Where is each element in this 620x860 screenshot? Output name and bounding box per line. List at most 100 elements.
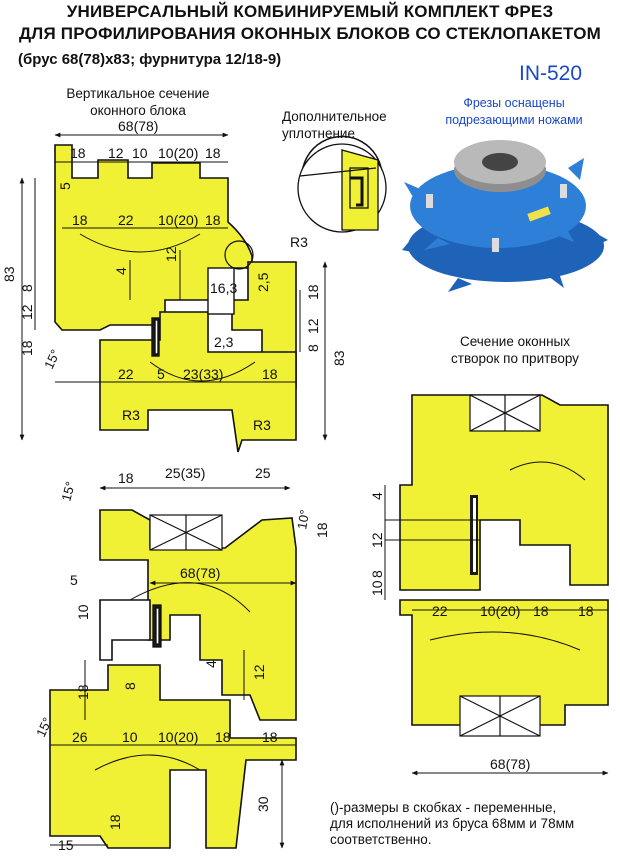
- hardware-slot: [207, 267, 235, 315]
- dim-label: 83: [1, 266, 17, 282]
- caption-line: оконного блока: [90, 103, 186, 118]
- dim-label: 10(20): [158, 145, 198, 161]
- dim-label: 16,3: [210, 280, 237, 296]
- dim-label: 83: [331, 350, 347, 366]
- dim-label: 18: [215, 729, 231, 745]
- vertical-section-caption: Вертикальное сечение оконного блока: [48, 85, 228, 119]
- dim-label: 30: [255, 796, 271, 812]
- dim-label: 18: [19, 340, 35, 356]
- title-line-1: УНИВЕРСАЛЬНЫЙ КОМБИНИРУЕМЫЙ КОМПЛЕКТ ФРЕ…: [66, 2, 554, 21]
- angle-label: 15°: [41, 347, 63, 371]
- dim-label: 2,5: [255, 272, 271, 292]
- dim-label: R3: [253, 417, 271, 433]
- dim-label: 8: [19, 284, 35, 292]
- dim-label: 10(20): [158, 212, 198, 228]
- footnote: ()-размеры в скобках - переменные, для и…: [330, 800, 574, 848]
- footnote-line: ()-размеры в скобках - переменные,: [330, 800, 557, 815]
- sash-profile-bottom: [49, 509, 297, 849]
- glass-seal-bottom: [152, 604, 162, 648]
- dim-label: 26: [72, 729, 88, 745]
- dim-label: 22: [118, 212, 134, 228]
- dimension-lines-top: [19, 132, 328, 441]
- dim-label: 15: [58, 837, 74, 853]
- cutter-disc-upper: [404, 158, 586, 252]
- dim-label: 68(78): [490, 756, 530, 772]
- dim-label: 18: [305, 284, 321, 300]
- dim-label: 5: [57, 182, 73, 190]
- dim-label: 22: [432, 603, 448, 619]
- dim-label: 18: [70, 145, 86, 161]
- frame-profile-top: [54, 144, 297, 453]
- dim-label: 22: [118, 366, 134, 382]
- sash-section-caption: Сечение оконных створок по притвору: [425, 333, 605, 367]
- dim-label: 12: [305, 318, 321, 334]
- dim-label: 10: [75, 604, 91, 620]
- caption-line: подрезающими ножами: [445, 113, 583, 127]
- angle-label: 10°: [294, 509, 312, 531]
- caption-line: Фрезы оснащены: [463, 96, 565, 110]
- dim-label: 4: [113, 267, 129, 275]
- sash-section-right: [399, 394, 609, 726]
- dimension-values: 68(78) 18 12 10 10(20) 18 18 22 10(20) 1…: [58, 118, 594, 853]
- dimension-lines-right: [384, 461, 609, 776]
- dim-label: 10: [132, 145, 148, 161]
- dim-label: 2,3: [214, 334, 234, 350]
- dim-label: 12: [163, 246, 179, 262]
- cutter-hub: [454, 140, 546, 192]
- extra-seal-detail: [297, 143, 387, 233]
- cutter-photo: [398, 128, 610, 298]
- caption-line: Сечение оконных: [459, 334, 571, 349]
- spec-line: (брус 68(78)х83; фурнитура 12/18-9): [18, 51, 282, 68]
- dim-label: 18: [262, 729, 278, 745]
- dim-label: 18: [314, 522, 330, 538]
- dim-label: 18: [118, 470, 134, 486]
- dim-label: 10: [369, 580, 385, 596]
- glass-unit-bottom-left: [149, 514, 223, 551]
- footnote-line: для исполнений из бруса 68мм и 78мм: [330, 816, 575, 831]
- dim-label: 4: [203, 660, 219, 668]
- dim-label: 12: [251, 664, 267, 680]
- dim-label: 5: [157, 366, 165, 382]
- dim-label: 25: [255, 465, 271, 481]
- dimension-lines-bottom: [50, 485, 297, 849]
- dim-label: 18: [205, 145, 221, 161]
- title-line-2: ДЛЯ ПРОФИЛИРОВАНИЯ ОКОННЫХ БЛОКОВ СО СТЕ…: [19, 24, 601, 43]
- photo-caption: Фрезы оснащены подрезающими ножами: [414, 95, 614, 129]
- dim-label: 4: [369, 492, 385, 500]
- footnote-line: соответственно.: [330, 832, 432, 847]
- dim-label: 10(20): [480, 603, 520, 619]
- caption-line: створок по притвору: [451, 351, 579, 366]
- caption-line: Дополнительное: [282, 109, 387, 124]
- dim-label: 10: [122, 729, 138, 745]
- dim-label: 12: [19, 304, 35, 320]
- angle-label: 15°: [58, 480, 78, 503]
- dim-label: 8: [369, 570, 385, 578]
- dim-label: R3: [122, 407, 140, 423]
- dim-label: 68(78): [180, 565, 220, 581]
- product-code: IN-520: [519, 62, 583, 85]
- dim-label: 5: [70, 572, 78, 588]
- dim-label: 12: [369, 532, 385, 548]
- dim-label: 12: [108, 145, 124, 161]
- dim-label: 18: [107, 814, 123, 830]
- glass-seal: [151, 317, 160, 357]
- dim-label: 18: [533, 603, 549, 619]
- dim-label: 10(20): [158, 729, 198, 745]
- dim-label: 23(33): [183, 366, 223, 382]
- dim-label: 25(35): [165, 465, 205, 481]
- dim-label: 18: [205, 212, 221, 228]
- dim-label: 18: [262, 366, 278, 382]
- dim-label: 18: [578, 603, 594, 619]
- dim-label: 8: [305, 344, 321, 352]
- dim-label: 18: [72, 212, 88, 228]
- glass-unit-right: [459, 394, 541, 737]
- dim-label: 18: [75, 684, 91, 700]
- glass-seal-right: [470, 495, 478, 575]
- caption-line: Вертикальное сечение: [66, 86, 210, 101]
- dimension-values-vertical: 83 83 5 8 12 18 4 12 2,5 18 12 8 18 10 4…: [1, 182, 385, 830]
- dim-label: R3: [290, 234, 308, 250]
- dim-top-width: 68(78): [118, 118, 158, 134]
- dim-label: 8: [122, 682, 138, 690]
